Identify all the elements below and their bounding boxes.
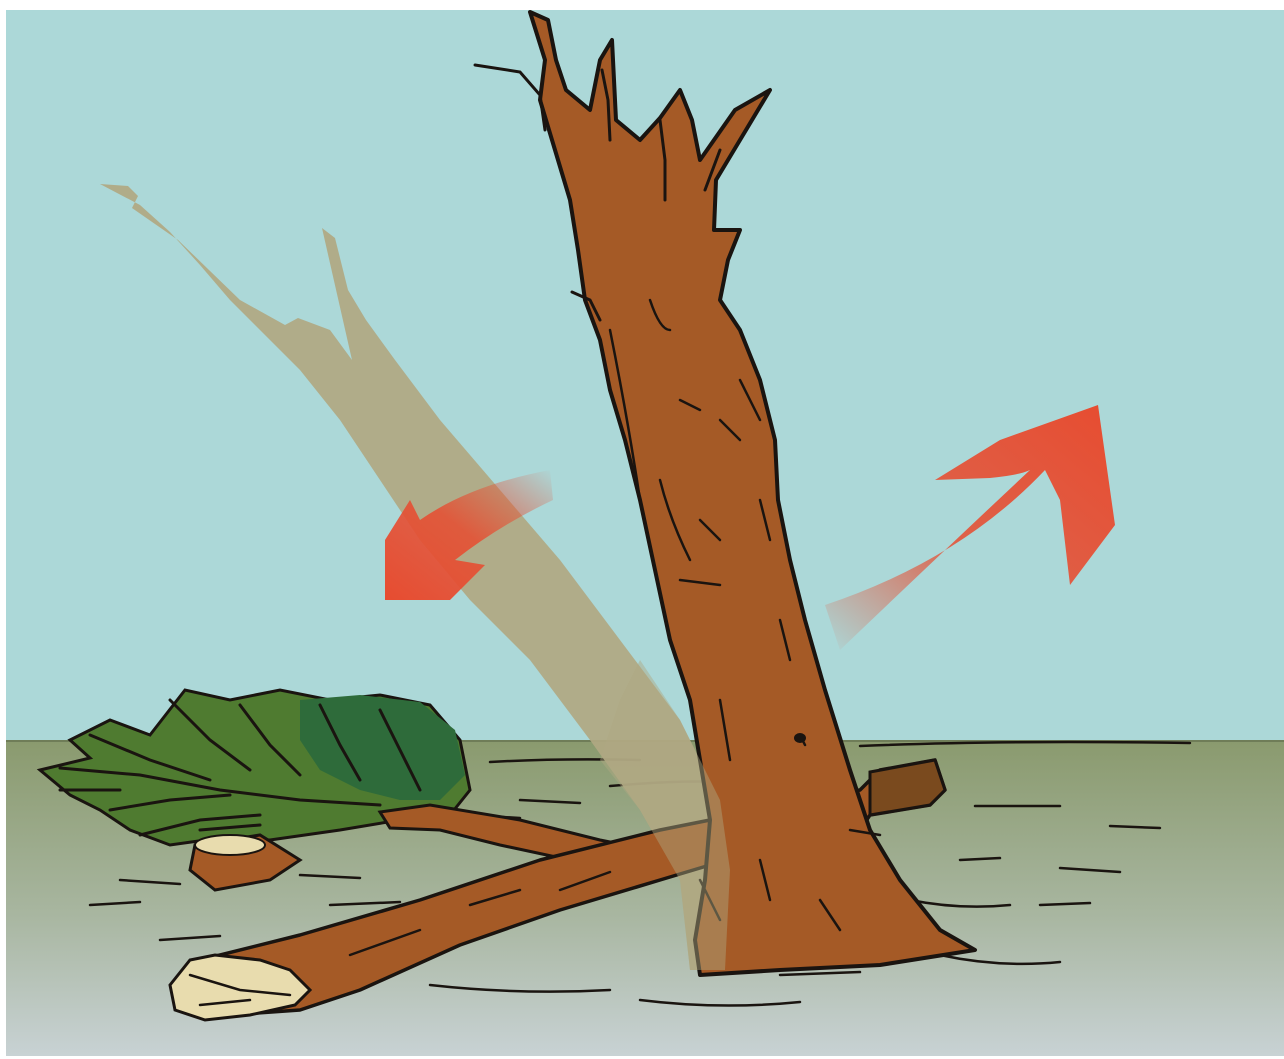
tree-hazard-illustration — [0, 0, 1284, 1059]
